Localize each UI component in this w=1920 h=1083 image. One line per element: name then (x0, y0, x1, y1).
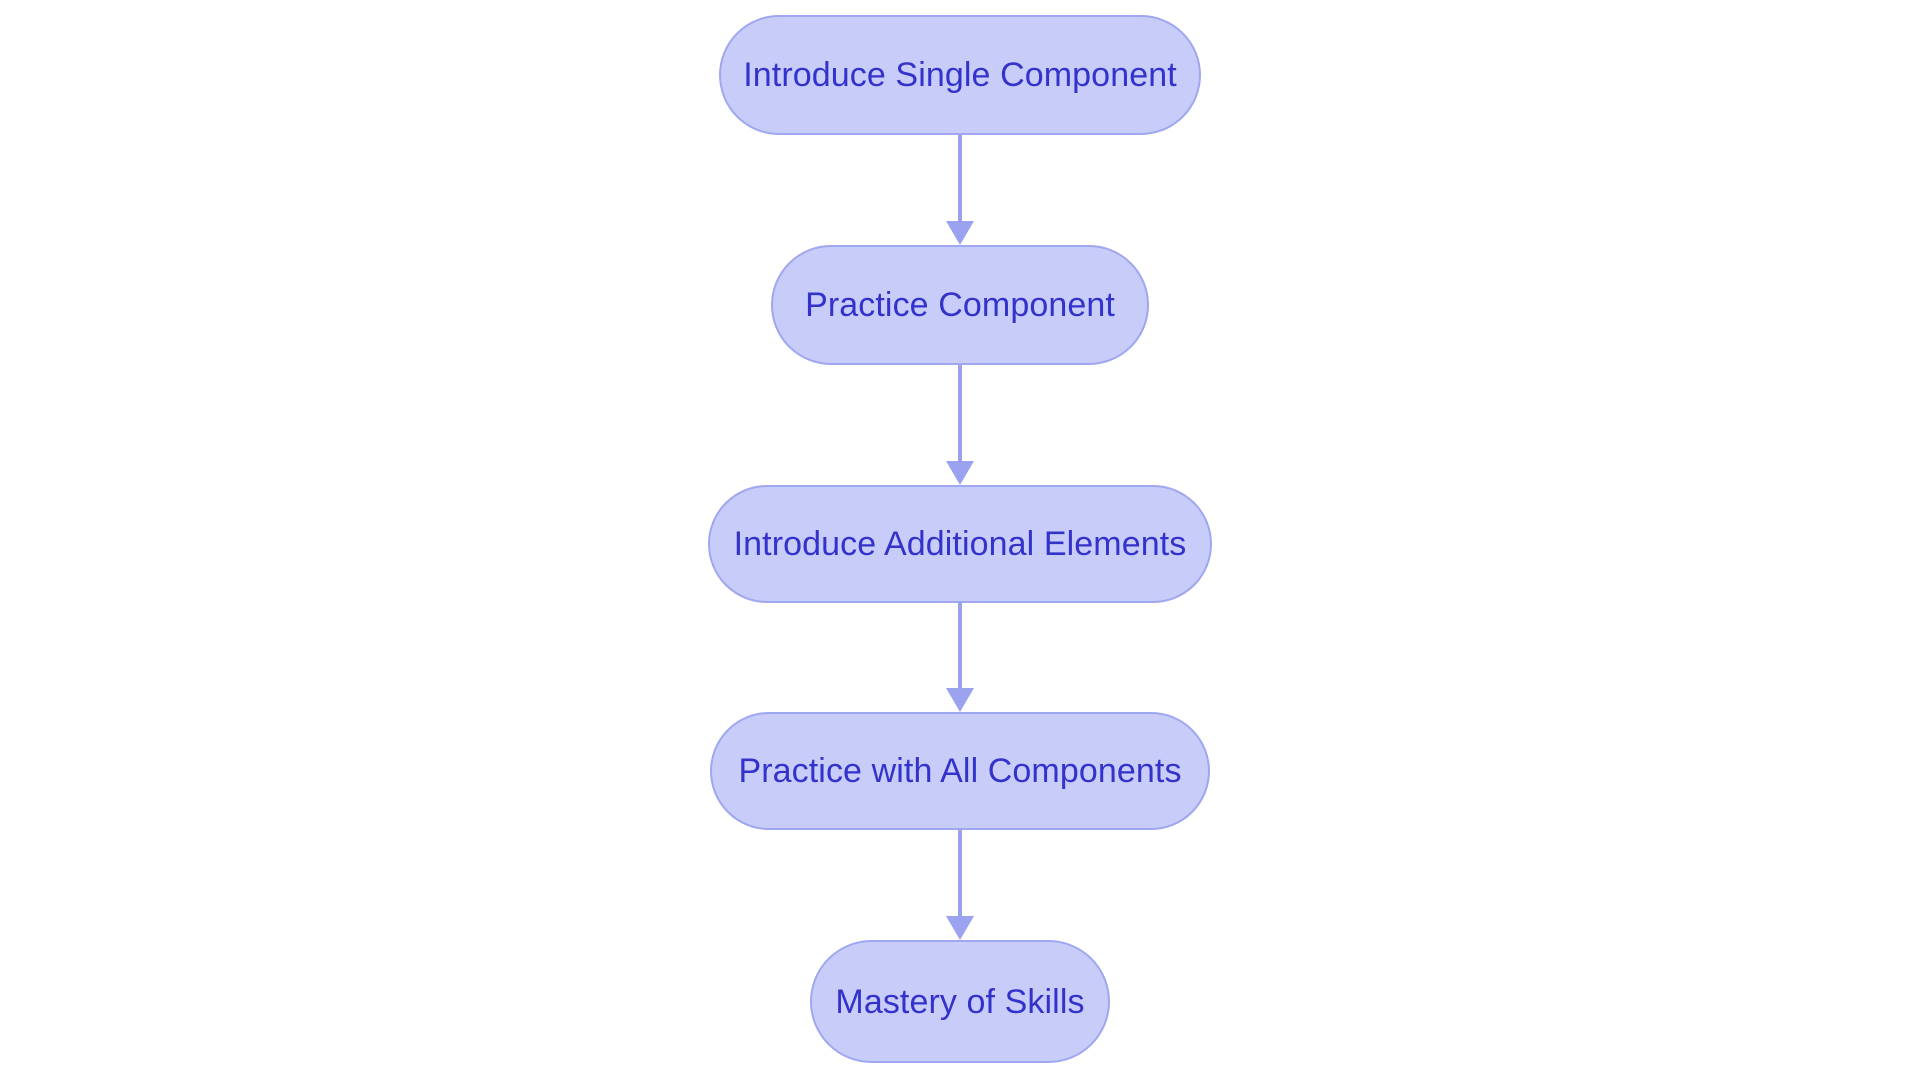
flowchart-node-mastery-of-skills[interactable]: Mastery of Skills (810, 940, 1110, 1063)
node-label: Practice Component (805, 286, 1115, 324)
flowchart-node-introduce-single-component[interactable]: Introduce Single Component (719, 15, 1201, 135)
flowchart-edge-n3-n4 (945, 603, 975, 712)
node-label: Mastery of Skills (835, 982, 1085, 1021)
node-label: Introduce Additional Elements (733, 525, 1187, 563)
edge-line (958, 365, 962, 461)
flowchart-node-practice-component[interactable]: Practice Component (771, 245, 1149, 365)
arrow-down-icon (946, 916, 974, 940)
flowchart-edge-n4-n5 (945, 830, 975, 940)
arrow-down-icon (946, 461, 974, 485)
node-label: Practice with All Components (738, 752, 1182, 790)
arrow-down-icon (946, 688, 974, 712)
flowchart-node-practice-with-all-components[interactable]: Practice with All Components (710, 712, 1210, 830)
node-label: Introduce Single Component (743, 56, 1177, 94)
flowchart-edge-n1-n2 (945, 135, 975, 245)
flowchart-edge-n2-n3 (945, 365, 975, 485)
edge-line (958, 830, 962, 916)
arrow-down-icon (946, 221, 974, 245)
edge-line (958, 603, 962, 688)
edge-line (958, 135, 962, 221)
flowchart-node-introduce-additional-elements[interactable]: Introduce Additional Elements (708, 485, 1212, 603)
